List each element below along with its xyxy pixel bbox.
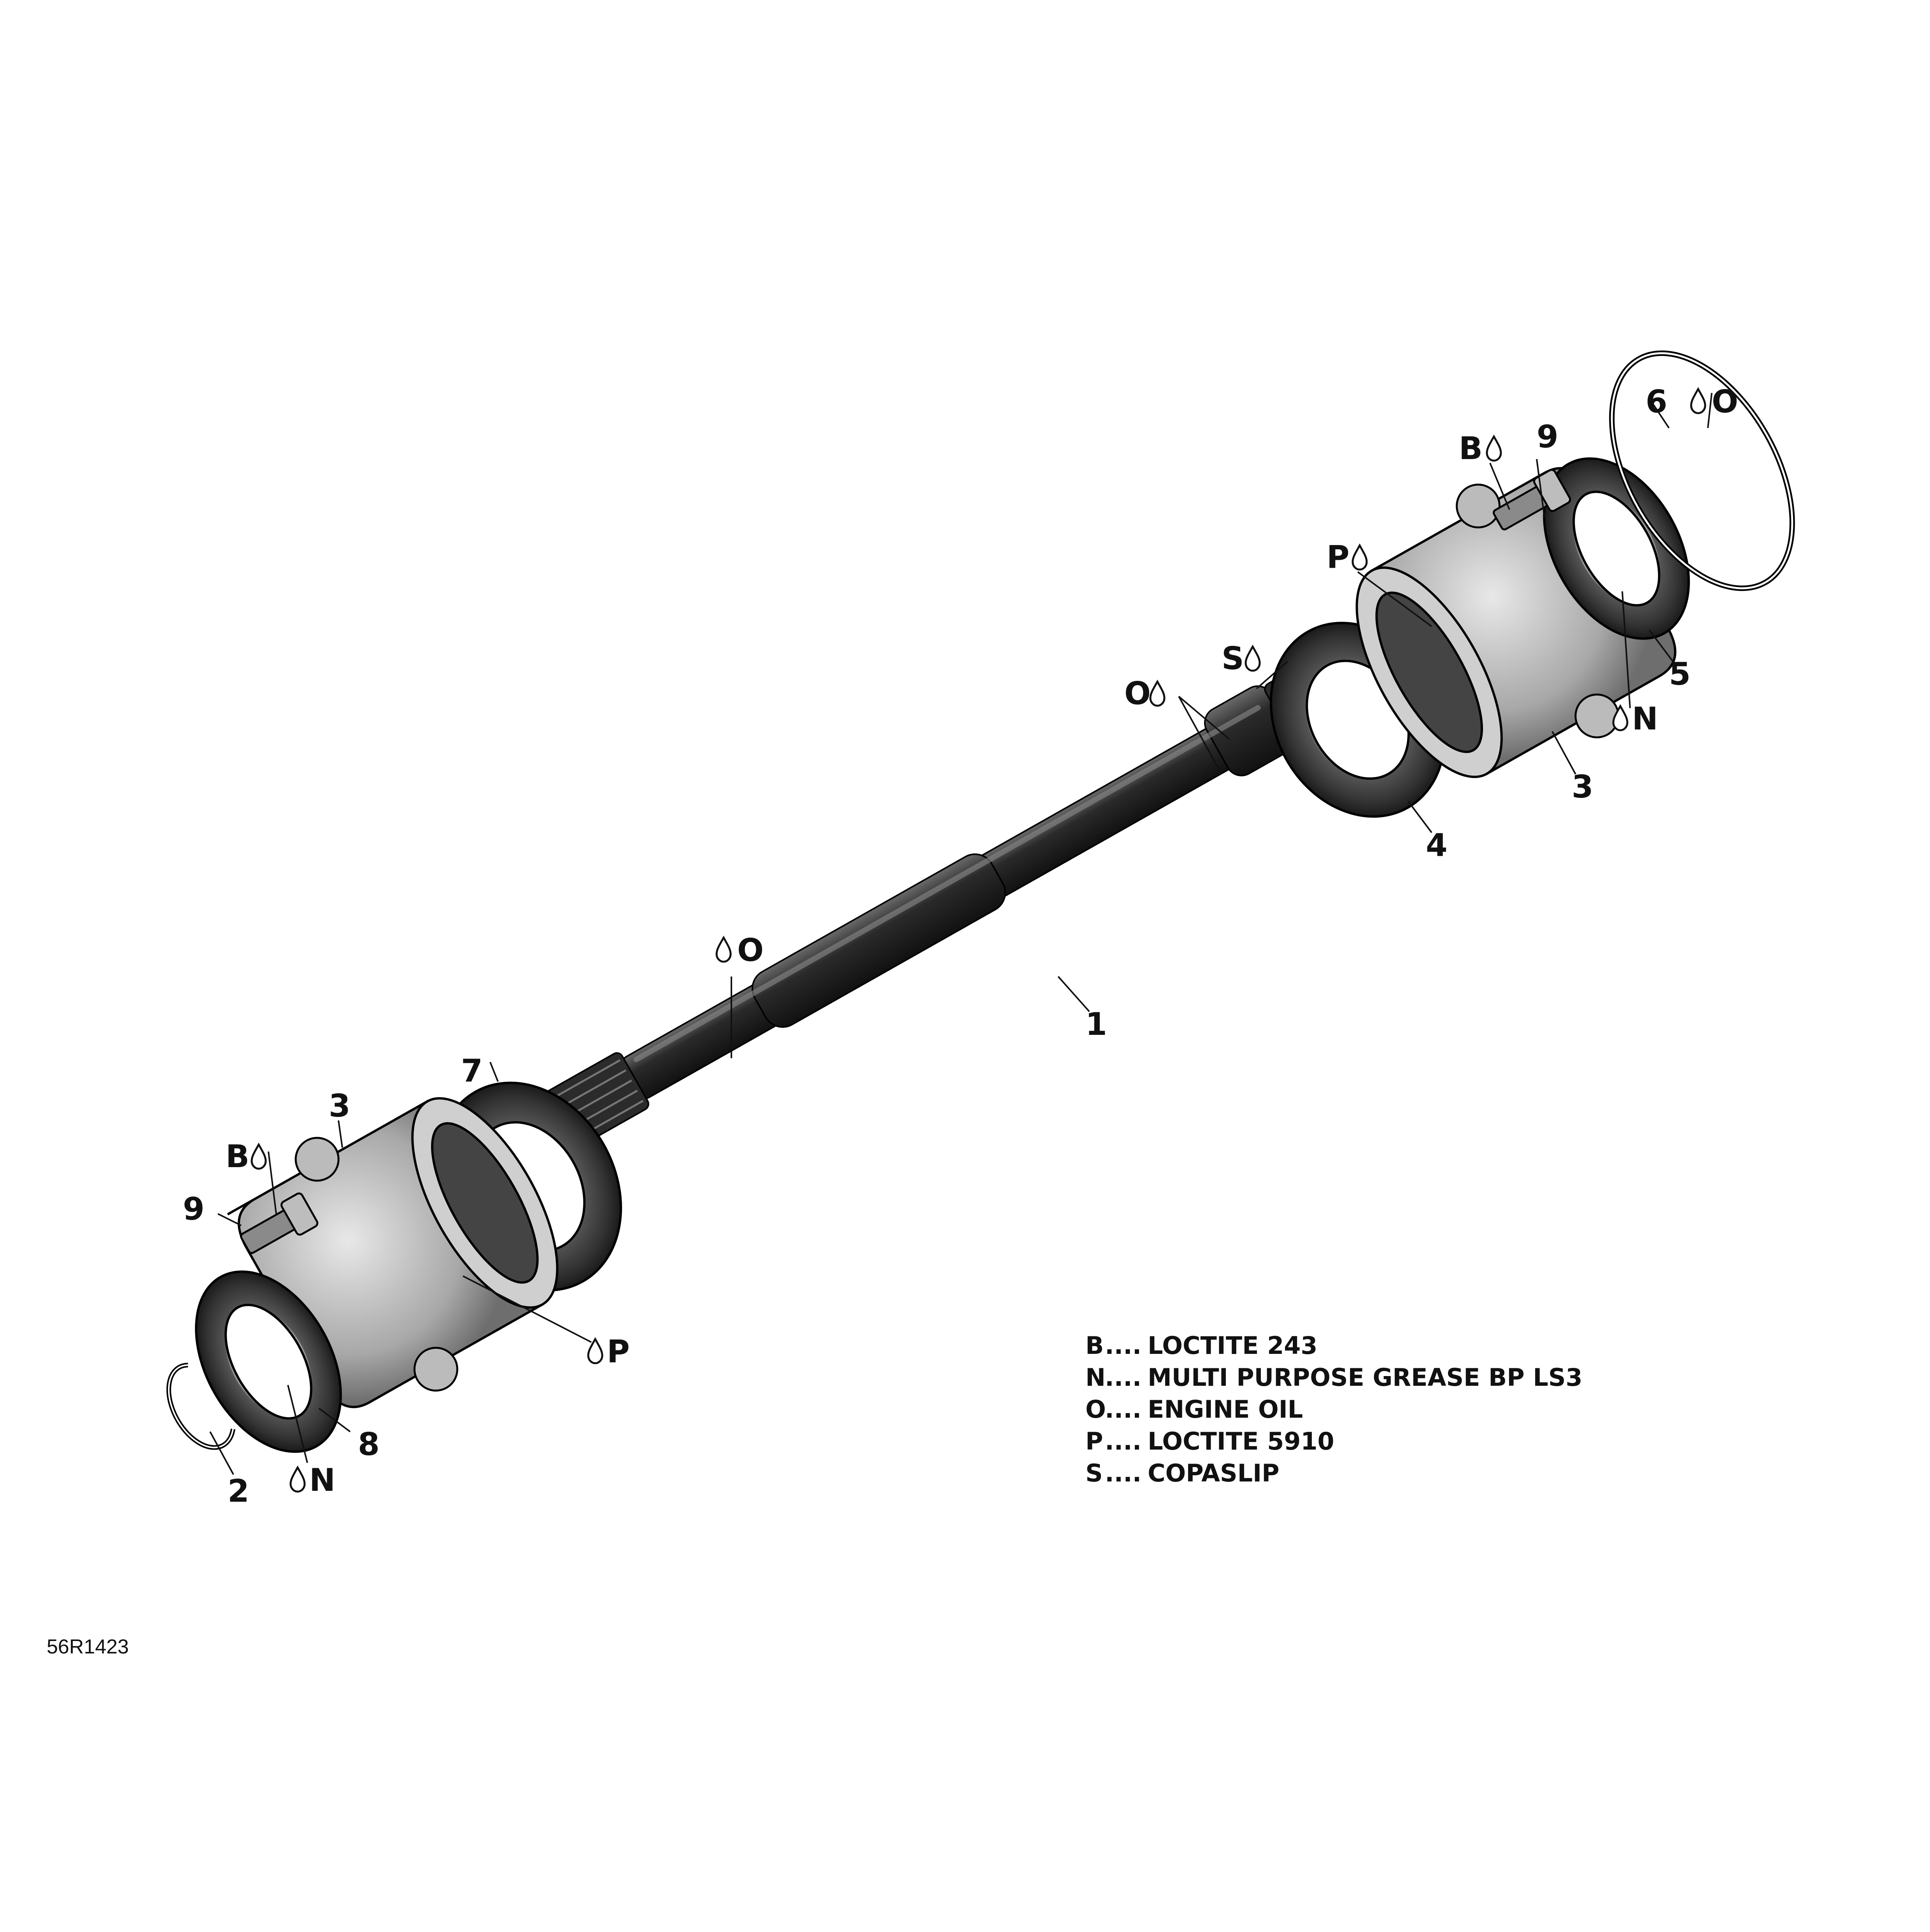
oil-drop-icon bbox=[1691, 389, 1705, 413]
callout-part-3-left: 3 bbox=[329, 1088, 351, 1124]
callout-part-2: 2 bbox=[228, 1473, 249, 1509]
svg-text:LOCTITE 243: LOCTITE 243 bbox=[1148, 1331, 1318, 1360]
legend-row-p: P .... LOCTITE 5910 bbox=[1085, 1427, 1334, 1455]
lubricant-mark-o-spline: O bbox=[1124, 675, 1164, 712]
diagram-id-label: 56R1423 bbox=[47, 1636, 129, 1658]
svg-text:N: N bbox=[1085, 1363, 1106, 1392]
oil-drop-icon bbox=[1487, 437, 1501, 461]
callout-part-8: 8 bbox=[358, 1426, 380, 1462]
screw-part-9-left bbox=[240, 1192, 319, 1254]
callout-part-4: 4 bbox=[1426, 827, 1448, 863]
legend-row-n: N .... MULTI PURPOSE GREASE BP LS3 bbox=[1085, 1363, 1583, 1392]
svg-text:....: .... bbox=[1105, 1459, 1141, 1487]
drive-shaft-part-1 bbox=[514, 633, 1391, 1165]
grease-drop-icon bbox=[291, 1467, 305, 1492]
svg-text:B: B bbox=[1085, 1331, 1104, 1360]
oil-drop-icon bbox=[252, 1145, 266, 1169]
oil-seal-part-5 bbox=[1543, 457, 1690, 640]
callout-numbers: 1 2 3 3 4 5 6 7 8 9 9 bbox=[183, 384, 1691, 1509]
svg-text:....: .... bbox=[1105, 1363, 1141, 1392]
callout-part-9-right: 9 bbox=[1537, 419, 1558, 455]
legend-row-b: B .... LOCTITE 243 bbox=[1085, 1331, 1318, 1360]
oil-drop-icon bbox=[1150, 682, 1164, 706]
circlip-part-2 bbox=[166, 1362, 235, 1450]
lubricant-mark-o-shaft: O bbox=[717, 932, 764, 968]
lubricant-mark-b-left: B bbox=[226, 1138, 266, 1175]
lubricant-mark-p-right: P bbox=[1327, 539, 1367, 575]
leader-lines bbox=[209, 393, 1713, 1475]
svg-text:LOCTITE 5910: LOCTITE 5910 bbox=[1148, 1427, 1334, 1455]
lubricant-mark-o-ring: O bbox=[1691, 384, 1738, 420]
callout-part-9-left: 9 bbox=[183, 1191, 205, 1227]
svg-text:O: O bbox=[1085, 1395, 1106, 1424]
svg-text:S: S bbox=[1222, 640, 1244, 677]
svg-text:....: .... bbox=[1105, 1427, 1141, 1455]
lubricant-mark-s: S bbox=[1222, 640, 1260, 677]
callout-part-7: 7 bbox=[461, 1053, 483, 1089]
svg-text:B: B bbox=[226, 1138, 249, 1175]
callout-part-1: 1 bbox=[1085, 1006, 1107, 1042]
legend-row-o: O .... ENGINE OIL bbox=[1085, 1395, 1303, 1424]
svg-text:S: S bbox=[1085, 1459, 1103, 1487]
lubricant-mark-p-left: P bbox=[588, 1334, 630, 1370]
lubricant-mark-b-right: B bbox=[1459, 430, 1501, 466]
oil-drop-icon bbox=[1246, 647, 1260, 671]
callout-part-5: 5 bbox=[1669, 656, 1691, 692]
svg-text:N: N bbox=[1632, 701, 1658, 737]
o-ring-part-6 bbox=[1609, 350, 1795, 591]
svg-text:P: P bbox=[1327, 539, 1350, 575]
oil-drop-icon bbox=[588, 1339, 602, 1363]
lubricant-mark-n-left: N bbox=[291, 1462, 335, 1498]
callout-part-3-right: 3 bbox=[1572, 769, 1593, 805]
lubricant-marks: O B P S O N O bbox=[226, 384, 1738, 1498]
svg-text:P: P bbox=[607, 1334, 630, 1370]
svg-text:P: P bbox=[1085, 1427, 1103, 1455]
svg-text:COPASLIP: COPASLIP bbox=[1148, 1459, 1280, 1487]
svg-text:O: O bbox=[1712, 384, 1738, 420]
oil-drop-icon bbox=[717, 938, 731, 962]
svg-text:O: O bbox=[1124, 675, 1151, 712]
svg-text:....: .... bbox=[1105, 1395, 1141, 1424]
legend-row-s: S .... COPASLIP bbox=[1085, 1459, 1280, 1487]
svg-text:B: B bbox=[1459, 430, 1483, 466]
callout-part-6: 6 bbox=[1646, 384, 1667, 420]
lubricant-mark-n-right: N bbox=[1613, 701, 1658, 737]
svg-text:O: O bbox=[737, 932, 764, 968]
svg-text:ENGINE OIL: ENGINE OIL bbox=[1148, 1395, 1303, 1424]
oil-drop-icon bbox=[1353, 545, 1367, 570]
svg-text:N: N bbox=[309, 1462, 335, 1498]
svg-text:MULTI PURPOSE GREASE BP LS3: MULTI PURPOSE GREASE BP LS3 bbox=[1148, 1363, 1583, 1392]
lubricant-legend: B .... LOCTITE 243 N .... MULTI PURPOSE … bbox=[1085, 1331, 1583, 1487]
svg-text:....: .... bbox=[1105, 1331, 1141, 1360]
